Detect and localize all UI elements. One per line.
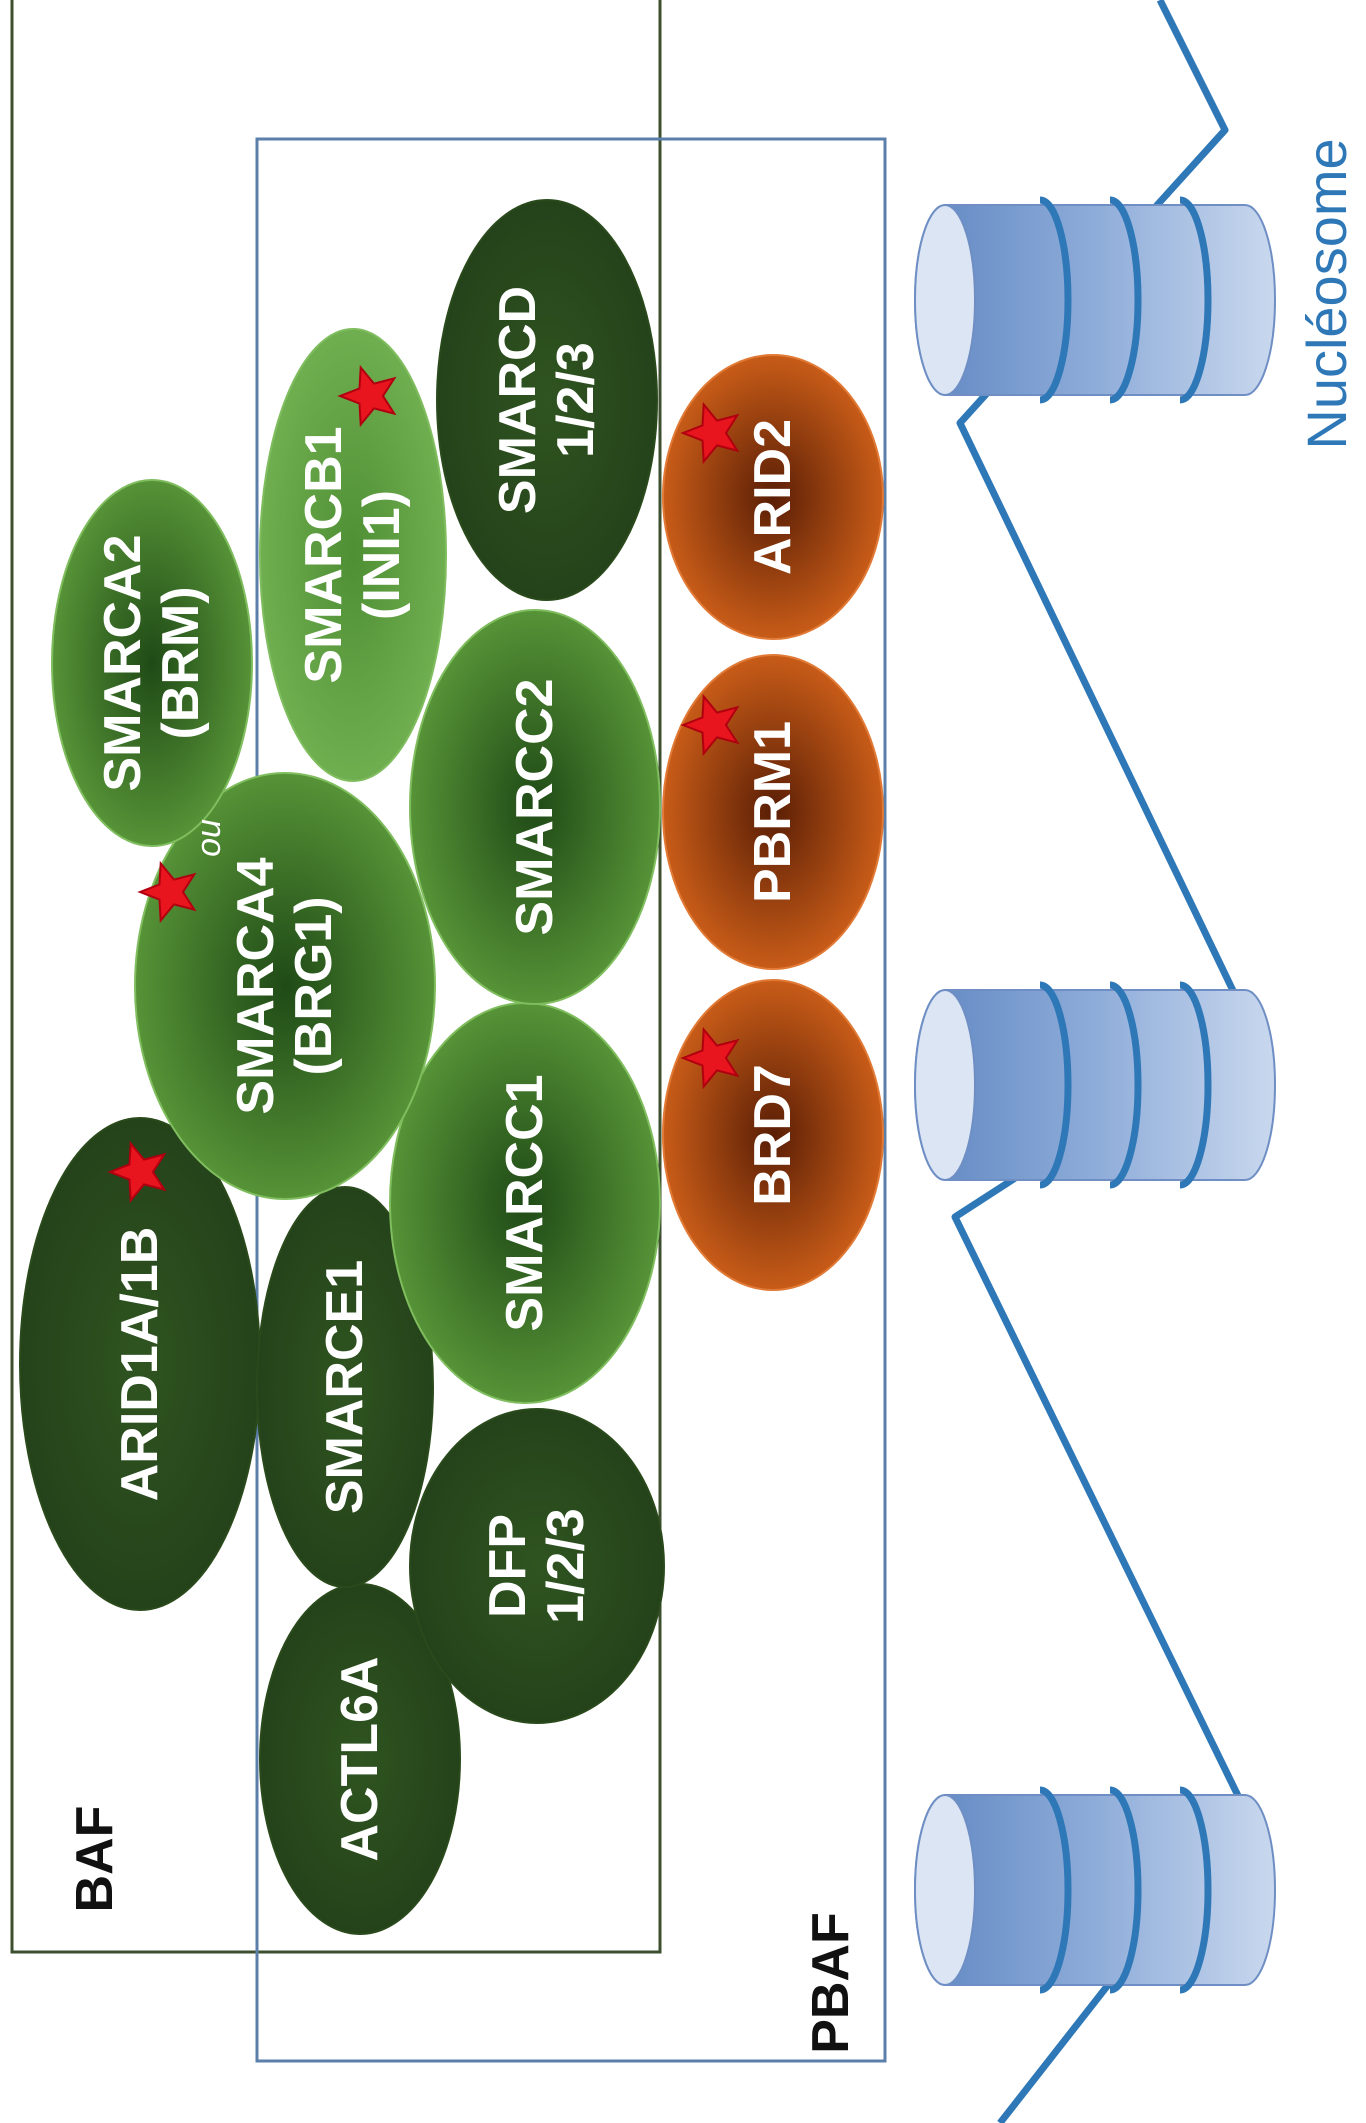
subunit-smarcc2: SMARCC2 bbox=[409, 609, 661, 1005]
subunit-shape bbox=[409, 609, 661, 1005]
subunit-label: PBRM1 bbox=[744, 721, 802, 903]
mutation-star-icon bbox=[337, 364, 397, 428]
nucleosome-label: Nucléosome bbox=[1295, 138, 1358, 449]
subunit-smarce1: SMARCE1 bbox=[256, 1186, 434, 1588]
subunit-label: DFP bbox=[479, 1514, 537, 1618]
mutation-star-icon bbox=[107, 1140, 167, 1204]
subunit-brd7: BRD7 bbox=[662, 979, 884, 1291]
nucleosome-icon bbox=[914, 981, 1276, 1189]
subunit-label: SMARCA2 bbox=[94, 534, 152, 791]
subunit-smarcc1: SMARCC1 bbox=[389, 1002, 661, 1404]
nucleosome-icon bbox=[914, 1786, 1276, 1994]
subunit-label: (INI1) bbox=[353, 490, 411, 620]
subunit-shape bbox=[409, 1408, 665, 1724]
subunit-label: ARID2 bbox=[744, 419, 802, 575]
subunit-smarca2: SMARCA2(BRM) bbox=[51, 479, 253, 847]
subunit-label: ACTL6A bbox=[331, 1656, 389, 1861]
subunit-shape bbox=[51, 479, 253, 847]
subunit-arid2: ARID2 bbox=[662, 354, 884, 640]
subunit-label: SMARCE1 bbox=[316, 1260, 374, 1514]
mutation-star-icon bbox=[680, 693, 740, 757]
subunit-label: SMARCB1 bbox=[295, 426, 353, 683]
subunit-label: 1/2/3 bbox=[537, 1508, 595, 1624]
subunit-shape bbox=[436, 199, 658, 601]
subunit-label: (BRG1) bbox=[285, 896, 343, 1075]
mutation-star-icon bbox=[680, 401, 740, 465]
subunit-shape bbox=[134, 772, 436, 1200]
pbaf-label: PBAF bbox=[802, 1912, 860, 2054]
subunit-label: ARID1A/1B bbox=[111, 1227, 169, 1502]
or-label: ou bbox=[190, 819, 228, 857]
subunit-label: SMARCD bbox=[489, 286, 547, 514]
subunit-label: BRD7 bbox=[744, 1064, 802, 1206]
subunit-label: SMARCA4 bbox=[227, 857, 285, 1114]
subunit-label: 1/2/3 bbox=[547, 342, 605, 458]
subunit-label: (BRM) bbox=[152, 586, 210, 739]
mutation-star-icon bbox=[137, 860, 197, 924]
subunit-actl6a: ACTL6A bbox=[259, 1583, 461, 1935]
baf-complex-box bbox=[10, 0, 662, 1954]
subunit-label: SMARCC1 bbox=[496, 1074, 554, 1331]
subunit-arid1a-1b: ARID1A/1B bbox=[19, 1117, 261, 1611]
subunit-shape bbox=[259, 328, 447, 782]
subunit-label: SMARCC2 bbox=[506, 678, 564, 935]
mutation-star-icon bbox=[680, 1026, 740, 1090]
subunit-pbrm1: PBRM1 bbox=[662, 654, 884, 970]
nucleosome-group bbox=[914, 196, 1276, 1994]
nucleosome-icon bbox=[914, 196, 1276, 404]
baf-label: BAF bbox=[66, 1806, 124, 1913]
subunit-smarcb1: SMARCB1(INI1) bbox=[259, 328, 447, 782]
subunit-shape bbox=[256, 1186, 434, 1588]
subunit-smarca4: SMARCA4(BRG1) bbox=[134, 772, 436, 1200]
